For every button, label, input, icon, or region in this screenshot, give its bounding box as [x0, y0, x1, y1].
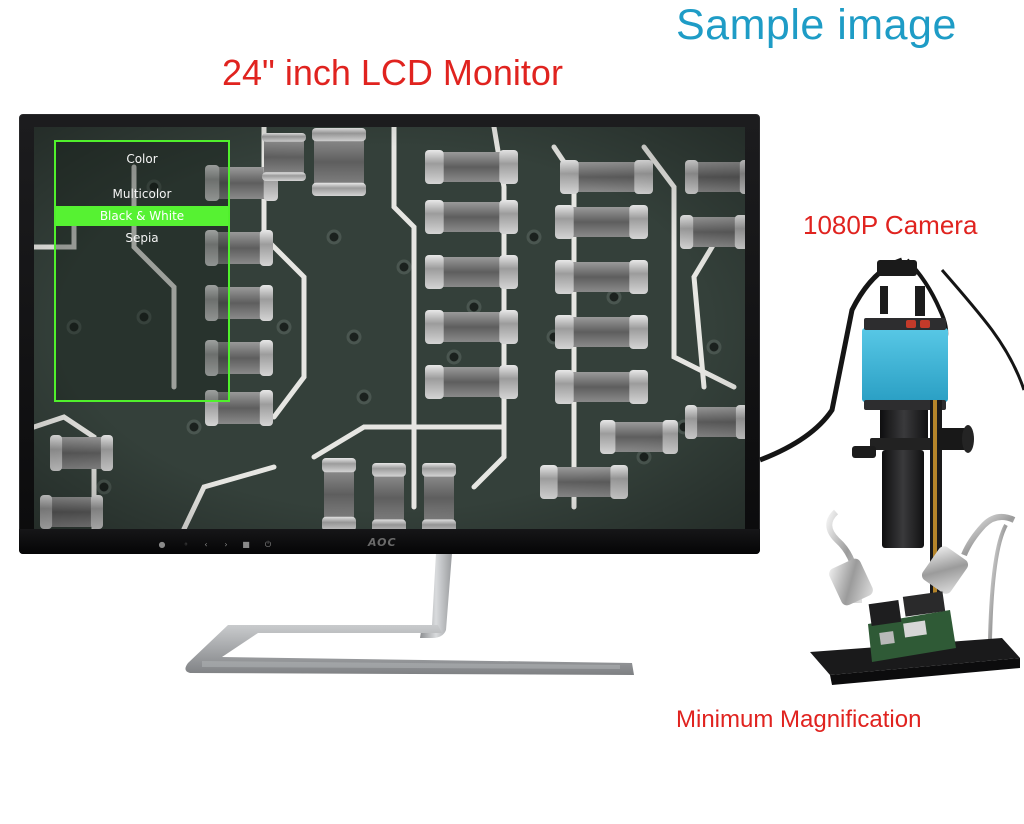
magnification-label: Minimum Magnification	[676, 706, 922, 733]
pcb-microscope-view	[34, 127, 745, 529]
monitor-label: 24" inch LCD Monitor	[222, 52, 563, 93]
chevron-right-icon[interactable]: ›	[224, 540, 228, 549]
microscope-camera-stand	[759, 257, 1024, 685]
back-icon[interactable]: ◦	[183, 540, 189, 549]
monitor-chin	[19, 529, 760, 554]
monitor-stand	[185, 553, 634, 675]
osd-color-menu: Color Multicolor Black & White Sepia	[54, 140, 230, 402]
osd-item-sepia[interactable]: Sepia	[125, 231, 159, 245]
monitor-brand-logo: AOC	[368, 536, 397, 549]
osd-item-multicolor[interactable]: Multicolor	[112, 187, 172, 201]
sample-image-label: Sample image	[676, 1, 957, 49]
menu-square-icon[interactable]: ■	[242, 540, 250, 549]
camera-label: 1080P Camera	[803, 210, 978, 240]
osd-menu-title: Color	[126, 152, 158, 166]
monitor-screen	[34, 127, 745, 529]
osd-item-black-white[interactable]: Black & White	[56, 206, 228, 226]
chevron-left-icon[interactable]: ‹	[204, 540, 208, 549]
power-icon[interactable]: ⏻	[264, 540, 272, 549]
monitor-button-row: ● ◦ ‹ › ■ ⏻	[158, 541, 298, 551]
power-led-icon: ●	[158, 540, 166, 549]
